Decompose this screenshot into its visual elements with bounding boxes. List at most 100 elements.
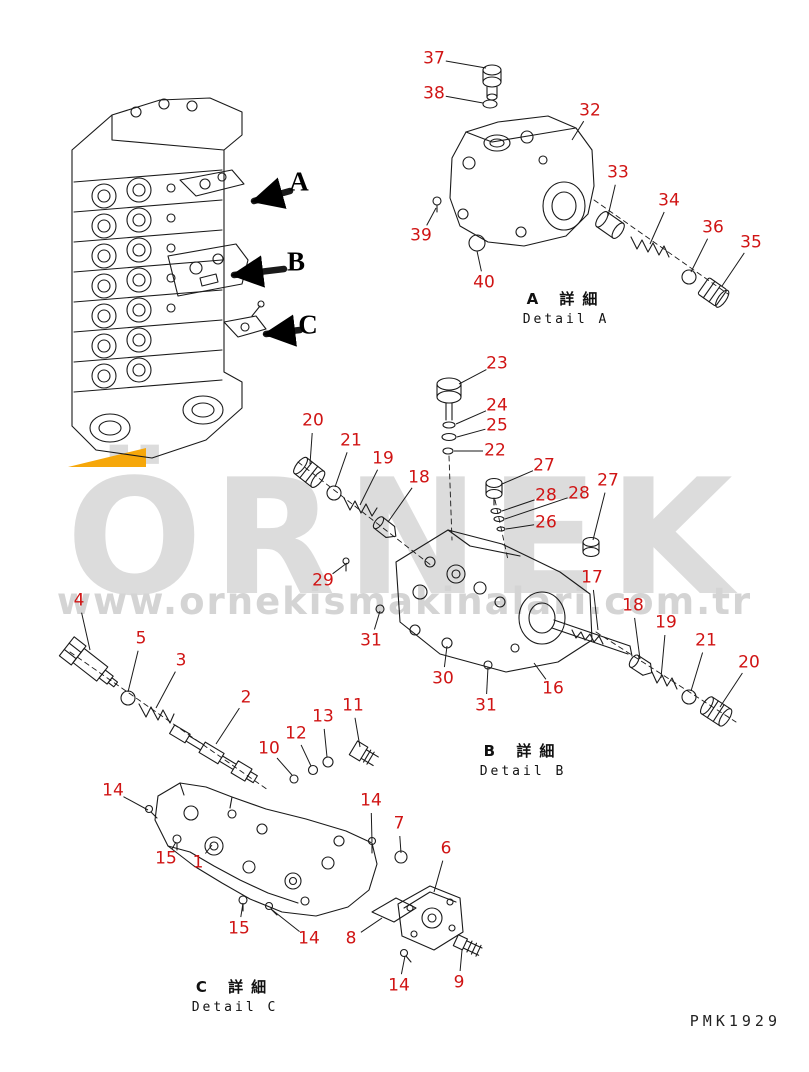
part-13-washer xyxy=(323,757,333,767)
part-callout-40: 40 xyxy=(473,272,495,293)
main-assembly-drawing xyxy=(72,98,266,458)
part-callout-6: 6 xyxy=(440,838,452,859)
part-28-ring xyxy=(491,509,501,514)
part-35-plug xyxy=(698,277,732,309)
detail-c-drawing xyxy=(59,637,482,962)
part-callout-18: 18 xyxy=(408,467,430,488)
part-callout-27: 27 xyxy=(597,470,619,491)
part-callout-29: 29 xyxy=(312,570,334,591)
part-21-oring-left xyxy=(327,486,341,500)
watermark-accent-triangle xyxy=(68,448,146,467)
part-callout-31: 31 xyxy=(475,695,497,716)
part-callout-12: 12 xyxy=(285,723,307,744)
part-callout-34: 34 xyxy=(658,190,680,211)
detail-b-title-en: Detail B xyxy=(479,764,567,779)
part-callout-14: 14 xyxy=(102,780,124,801)
part-callout-14: 14 xyxy=(388,975,410,996)
part-callout-17: 17 xyxy=(581,567,603,588)
part-callout-8: 8 xyxy=(345,928,357,949)
part-callout-32: 32 xyxy=(579,100,601,121)
part-callout-18: 18 xyxy=(622,595,644,616)
part-3-spring xyxy=(139,704,174,723)
part-callout-30: 30 xyxy=(432,668,454,689)
part-callout-7: 7 xyxy=(393,813,405,834)
part-callout-13: 13 xyxy=(312,706,334,727)
part-21-oring-right xyxy=(682,690,696,704)
part-4-cartridge xyxy=(59,637,123,694)
part-callout-10: 10 xyxy=(258,738,280,759)
view-label-c: C xyxy=(298,309,318,340)
part-callout-36: 36 xyxy=(702,217,724,238)
part-callout-21: 21 xyxy=(340,430,362,451)
part-17-spool xyxy=(552,620,632,656)
part-38-ring xyxy=(483,100,497,108)
part-34-spring xyxy=(631,237,669,257)
part-callout-38: 38 xyxy=(423,83,445,104)
part-37-plug xyxy=(483,65,501,100)
part-callout-1: 1 xyxy=(192,852,204,873)
part-11-fitting xyxy=(349,741,380,768)
pilot-section-a xyxy=(180,170,244,196)
part-24-washer xyxy=(443,422,455,428)
part-callout-28: 28 xyxy=(535,485,557,506)
part-9-bolt xyxy=(453,935,483,957)
detail-c-title-en: Detail C xyxy=(191,1000,279,1015)
part-22-seat xyxy=(443,448,453,454)
detail-a-title-jp: A 詳細 xyxy=(526,290,606,308)
part-callout-33: 33 xyxy=(607,162,629,183)
part-19-spring-right xyxy=(652,672,677,689)
part-callout-25: 25 xyxy=(486,415,508,436)
drawing-number: PMK1929 xyxy=(689,1012,781,1030)
detail-b-drawing xyxy=(291,378,736,728)
detail-a-title: A 詳細 Detail A xyxy=(523,288,610,327)
part-callout-21: 21 xyxy=(695,630,717,651)
view-arrow-b xyxy=(234,255,284,288)
part-2-spool xyxy=(169,723,259,785)
detail-c-title: C 詳細 Detail C xyxy=(192,976,279,1015)
detail-b-title: B 詳細 Detail B xyxy=(480,740,567,779)
part-callout-35: 35 xyxy=(740,232,762,253)
part-19-spring-left xyxy=(344,498,377,516)
view-arrow-a xyxy=(254,177,290,209)
part-callout-14: 14 xyxy=(298,928,320,949)
part-callout-4: 4 xyxy=(73,590,85,611)
part-20-plug-left xyxy=(291,455,327,489)
part-callout-19: 19 xyxy=(372,448,394,469)
part-callout-23: 23 xyxy=(486,353,508,374)
part-callout-20: 20 xyxy=(302,410,324,431)
part-8-plate xyxy=(372,898,416,922)
part-callout-14: 14 xyxy=(360,790,382,811)
view-arrow-c xyxy=(266,314,300,347)
valve-block-b xyxy=(396,530,592,672)
part-10-ring xyxy=(290,775,298,783)
part-callout-37: 37 xyxy=(423,48,445,69)
part-callout-16: 16 xyxy=(542,678,564,699)
view-label-b: B xyxy=(286,246,306,277)
part-callout-27: 27 xyxy=(533,455,555,476)
part-1-bracket xyxy=(155,783,377,916)
detail-b-title-jp: B 詳細 xyxy=(483,742,563,760)
part-callout-26: 26 xyxy=(535,512,557,533)
part-27-cap-right xyxy=(583,538,599,557)
detail-c-title-jp: C 詳細 xyxy=(195,978,275,996)
part-callout-11: 11 xyxy=(342,695,364,716)
part-callout-15: 15 xyxy=(228,918,250,939)
part-callout-24: 24 xyxy=(486,395,508,416)
part-25-washer xyxy=(442,434,456,441)
view-label-a: A xyxy=(289,166,309,197)
part-callout-3: 3 xyxy=(175,650,187,671)
view-arrows xyxy=(234,177,300,347)
watermark-brand: ÖRNEK xyxy=(66,444,743,631)
part-callout-31: 31 xyxy=(360,630,382,651)
detail-a-title-en: Detail A xyxy=(522,312,610,327)
part-callout-39: 39 xyxy=(410,225,432,246)
part-6-valve-body xyxy=(398,886,463,950)
part-callout-9: 9 xyxy=(453,972,465,993)
part-callout-15: 15 xyxy=(155,848,177,869)
part-callout-28: 28 xyxy=(568,483,590,504)
part-callout-22: 22 xyxy=(484,440,506,461)
part-callout-20: 20 xyxy=(738,652,760,673)
